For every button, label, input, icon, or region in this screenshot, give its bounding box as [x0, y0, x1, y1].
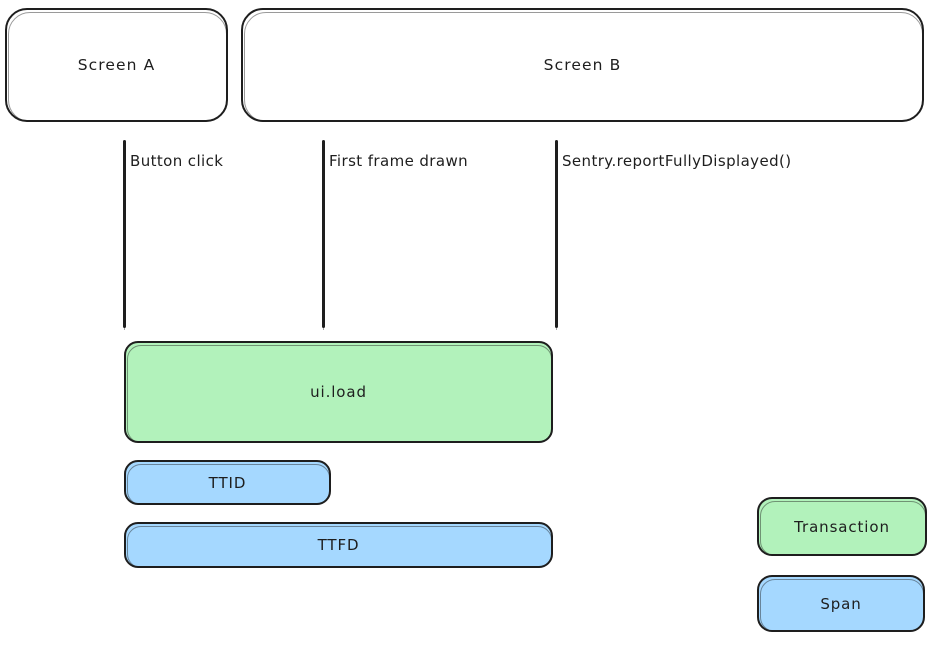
- screen-a-label: Screen A: [77, 56, 156, 74]
- legend-transaction: Transaction: [757, 497, 927, 556]
- bar-ttfd-label: TTFD: [317, 536, 360, 554]
- legend-span-label: Span: [820, 594, 862, 613]
- bar-ui-load-label: ui.load: [310, 383, 367, 401]
- marker-line-report-fully-displayed: [555, 140, 558, 330]
- marker-label-button-click: Button click: [130, 152, 224, 170]
- screen-b-label: Screen B: [543, 56, 622, 74]
- legend-span: Span: [757, 575, 925, 632]
- marker-label-first-frame-drawn: First frame drawn: [329, 152, 469, 170]
- bar-ttid-label: TTID: [208, 473, 247, 492]
- legend-transaction-label: Transaction: [794, 517, 890, 536]
- bar-ui-load: ui.load: [124, 341, 553, 443]
- marker-line-first-frame-drawn: [322, 140, 325, 330]
- screen-a-box: Screen A: [5, 8, 228, 122]
- bar-ttid: TTID: [124, 460, 331, 505]
- marker-line-button-click: [123, 140, 126, 330]
- screen-b-box: Screen B: [241, 8, 924, 122]
- bar-ttfd: TTFD: [124, 522, 553, 568]
- marker-label-report-fully-displayed: Sentry.reportFullyDisplayed(): [562, 152, 792, 170]
